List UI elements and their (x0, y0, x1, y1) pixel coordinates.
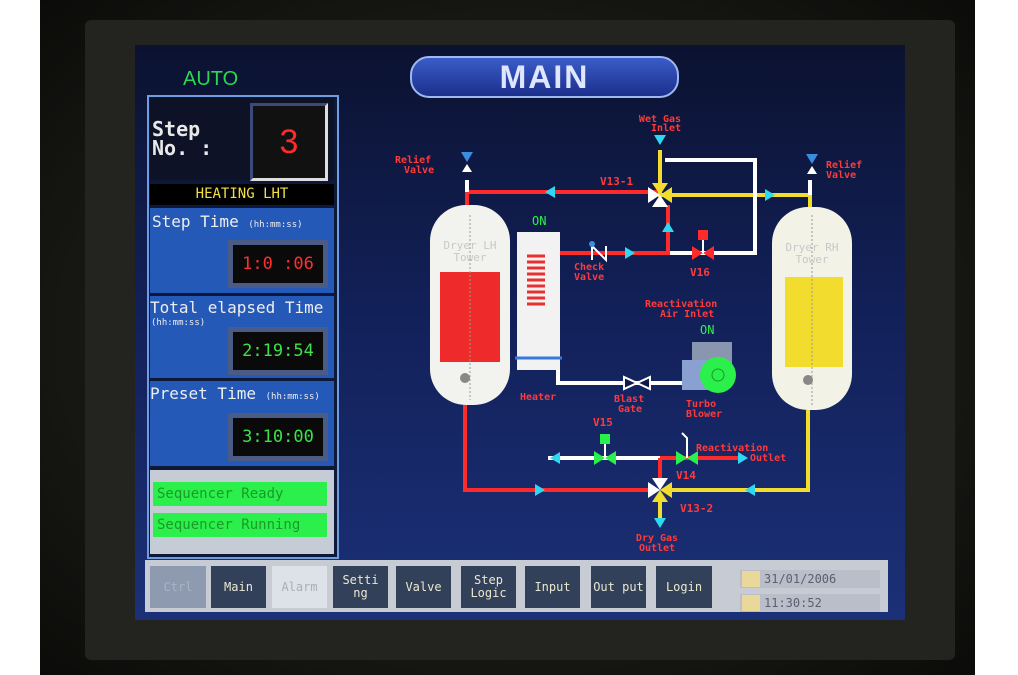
dry-gas-outlet-label: Dry Gas (636, 533, 678, 544)
clock-icon (742, 595, 760, 611)
v13-2-label: V13-2 (680, 502, 713, 515)
relief-valve-lh-icon (461, 152, 473, 172)
v13-1-label: V13-1 (600, 175, 633, 188)
relief-valve-rh-label-2: Valve (826, 170, 856, 181)
heater-label: Heater (520, 392, 556, 403)
nav-step-logic-button[interactable]: Step Logic (461, 566, 516, 608)
heater-status: ON (532, 214, 546, 228)
turbo-blower-label-2: Blower (686, 409, 722, 420)
v15-label: V15 (593, 416, 613, 429)
check-valve-icon (589, 241, 607, 263)
valve-v16-icon[interactable] (692, 230, 714, 260)
total-time-unit: (hh:mm:ss) (151, 318, 206, 328)
nav-main-button[interactable]: Main (211, 566, 266, 608)
total-time-label: Total elapsed Time (150, 298, 324, 317)
flow-arrows (535, 135, 775, 528)
preset-time-display: 3:10:00 (228, 413, 328, 461)
nav-valve-button[interactable]: Valve (396, 566, 451, 608)
check-valve-label-2: Valve (574, 272, 604, 283)
blast-gate-icon (623, 375, 651, 391)
valve-v14-icon[interactable] (676, 432, 698, 465)
dryer-rh-label-2: Tower (795, 253, 828, 266)
turbo-blower-icon (682, 342, 736, 393)
blast-gate-label: Blast (614, 394, 644, 405)
relief-valve-lh-label: Relief (395, 154, 431, 166)
sequencer-running-lamp: Sequencer Running (153, 513, 327, 537)
valve-v13-1-icon (648, 183, 672, 207)
reactivation-inlet-label-2: Air Inlet (660, 308, 714, 320)
turbo-blower-label: Turbo (686, 399, 716, 410)
step-time-display: 1:0 :06 (228, 240, 328, 288)
blower-status: ON (700, 323, 714, 337)
wet-gas-inlet-label: Wet Gas (639, 114, 681, 125)
step-label-line1: Step (152, 117, 201, 141)
pipes (463, 150, 812, 520)
v14-label: V14 (676, 469, 696, 482)
calendar-icon (742, 571, 760, 587)
valve-v13-2-icon (648, 478, 672, 502)
nav-output-button[interactable]: Out put (591, 566, 646, 608)
relief-valve-lh-label-2: Valve (404, 165, 434, 176)
check-valve-label: Check (574, 262, 604, 273)
step-time-label: Step Time (hh:mm:ss) (152, 212, 303, 231)
reactivation-inlet-label: Reactivation (645, 298, 717, 310)
nav-input-button[interactable]: Input (525, 566, 580, 608)
preset-time-label: Preset Time (hh:mm:ss) (150, 384, 320, 403)
dryer-lh-tower (430, 205, 510, 405)
nav-ctrl-button[interactable]: Ctrl (150, 566, 206, 608)
page-title: MAIN (410, 56, 679, 98)
blast-gate-label-2: Gate (618, 404, 642, 415)
relief-valve-rh-icon (806, 154, 818, 174)
mode-indicator: AUTO (183, 68, 239, 90)
reactivation-outlet-label-2: Outlet (750, 453, 786, 464)
time-display: 11:30:52 (740, 594, 880, 612)
wet-gas-inlet-label-2: Inlet (651, 123, 681, 134)
step-name: HEATING LHT (150, 184, 334, 205)
nav-alarm-button[interactable]: Alarm (272, 566, 327, 608)
dryer-rh-tower (772, 207, 852, 410)
valve-v15-icon[interactable] (594, 434, 616, 465)
sequencer-ready-lamp: Sequencer Ready (153, 482, 327, 506)
dryer-lh-label-2: Tower (453, 251, 486, 264)
dryer-lh-label: Dryer LH (444, 239, 497, 252)
heater-icon (515, 232, 562, 370)
reactivation-outlet-label: Reactivation (696, 442, 768, 454)
step-label-line2: No. : (152, 136, 213, 160)
date-display: 31/01/2006 (740, 570, 880, 588)
relief-valve-rh-label: Relief (826, 159, 862, 171)
total-time-display: 2:19:54 (228, 327, 328, 375)
v16-label: V16 (690, 266, 710, 279)
step-number-display: 3 (250, 103, 328, 181)
dry-gas-outlet-label-2: Outlet (639, 543, 675, 554)
dryer-rh-label: Dryer RH (786, 241, 839, 254)
nav-login-button[interactable]: Login (656, 566, 712, 608)
nav-setting-button[interactable]: Setti ng (333, 566, 388, 608)
